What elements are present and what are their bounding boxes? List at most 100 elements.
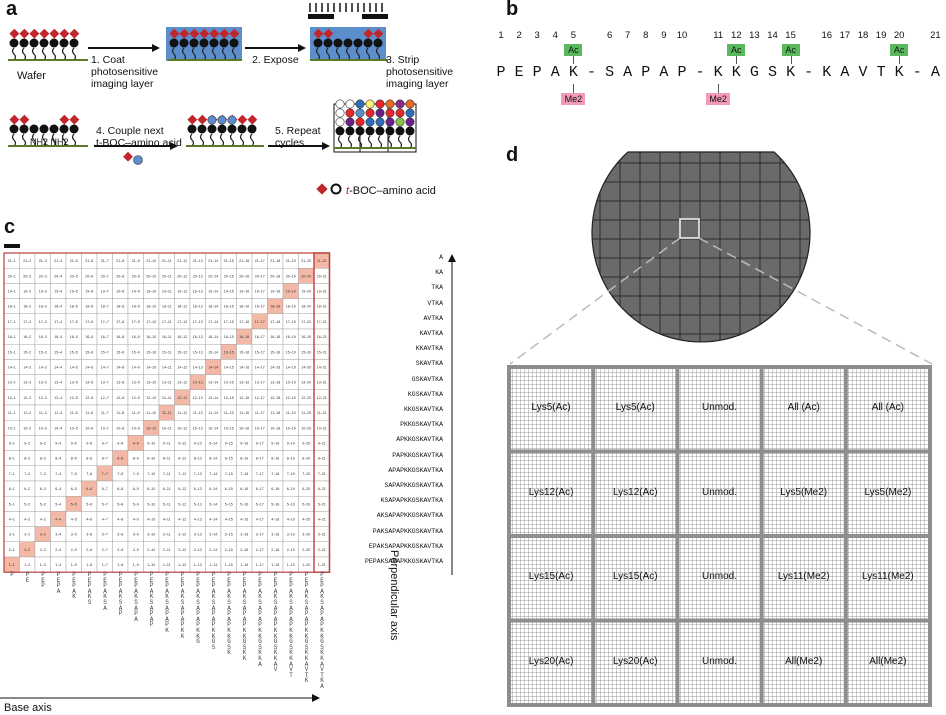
acetyl-tag: Ac (890, 44, 909, 56)
amino-acid (355, 126, 365, 136)
cell-label: 17–8 (116, 320, 124, 324)
tboc-group (39, 28, 50, 39)
residue-number: 2 (516, 30, 522, 41)
cell-label: 2–17 (256, 548, 264, 552)
tag-connector (736, 56, 738, 64)
cell-label: 11–11 (162, 411, 171, 415)
tboc-group (9, 28, 20, 39)
cell-label: 21–15 (224, 259, 234, 263)
cell-label: 14–21 (317, 366, 327, 370)
cell-label: 14–20 (301, 366, 311, 370)
amino-acid (353, 38, 363, 48)
linker (61, 47, 67, 61)
cell-label: 13–18 (270, 381, 280, 385)
linker (21, 47, 27, 61)
cell-label: 19–8 (116, 290, 124, 294)
amino-acid (19, 124, 29, 134)
linker (407, 135, 413, 149)
cell-label: 10–2 (23, 426, 31, 430)
array-field-label: Lys20(Ac) (528, 655, 574, 667)
acetyl-tag: Ac (727, 44, 746, 56)
cell-label: 14–12 (177, 366, 187, 370)
cell-label: 19–4 (54, 290, 62, 294)
cell-label: 10–6 (85, 426, 93, 430)
residue-number: 6 (606, 30, 613, 41)
array-field (511, 369, 592, 450)
linker (335, 47, 341, 61)
cell-label: 2–14 (209, 548, 217, 552)
cell-label: 7–6 (86, 472, 92, 476)
sequence-residue: - (586, 64, 596, 81)
amino-acid (169, 38, 179, 48)
zoom-square (679, 218, 700, 239)
cell-label: 5–11 (163, 502, 171, 506)
cell-label: 1–18 (271, 563, 279, 567)
cell-label: 2–20 (302, 548, 310, 552)
sequence-residue: S (605, 64, 615, 81)
amino-acid (375, 108, 385, 118)
cell-label: 8–8 (117, 457, 123, 461)
cell-label: 18–10 (146, 305, 156, 309)
cell-label: 21–13 (193, 259, 203, 263)
cell-label: 10–8 (116, 426, 124, 430)
cell-label: 9–10 (147, 442, 155, 446)
array-field (679, 453, 760, 534)
cell-label: 7–10 (147, 472, 155, 476)
cell-label: 20–14 (208, 274, 218, 278)
cell-label: 13–15 (224, 381, 234, 385)
cell-label: 11–8 (116, 411, 124, 415)
row-label: KA (435, 269, 443, 277)
amino-acid (365, 108, 375, 118)
array-field (595, 538, 676, 619)
cell-label: 8–12 (178, 457, 186, 461)
residue-number: 13 (749, 30, 760, 41)
amino-acid (227, 115, 237, 125)
cell-label: 19–12 (177, 290, 187, 294)
linker (221, 47, 227, 61)
amino-acid (313, 38, 323, 48)
cell-label: 3–5 (71, 533, 77, 537)
cell-label: 13–6 (85, 381, 93, 385)
cell-label: 21–14 (208, 259, 218, 263)
cell-label: 16–3 (39, 335, 47, 339)
column-label: P E P A K S A P A P K K G S K K A V T K (304, 571, 309, 685)
cell-label: 8–6 (86, 457, 92, 461)
amino-acid (343, 38, 353, 48)
cell-label: 17–14 (208, 320, 218, 324)
cell-label: 4–20 (302, 518, 310, 522)
cell-label: 20–2 (23, 274, 31, 278)
cell-label: 17–13 (193, 320, 203, 324)
cell-label: 16–19 (286, 335, 296, 339)
cell-label: 2–13 (194, 548, 202, 552)
new-amino-acid (133, 155, 143, 165)
cell-label: 8–1 (9, 457, 15, 461)
cell-label: 20–1 (8, 274, 16, 278)
amino-acid (335, 117, 345, 127)
linker (31, 47, 37, 61)
residue-number: 12 (731, 30, 742, 41)
cell-label: 16–16 (239, 335, 249, 339)
residue-number: 19 (875, 30, 887, 41)
cell-label: 17–16 (239, 320, 249, 324)
cell-label: 9–4 (55, 442, 61, 446)
cell-label: 20–6 (85, 274, 93, 278)
panel-a-label: a (6, 0, 18, 20)
cell-label: 15–17 (255, 350, 265, 354)
cell-label: 18–14 (208, 305, 218, 309)
cell-label: 3–2 (24, 533, 30, 537)
cell-label: 14–19 (286, 366, 296, 370)
amino-acid (335, 99, 345, 109)
cell-label: 4–5 (71, 518, 77, 522)
amino-acid (395, 126, 405, 136)
cell-label: 12–1 (8, 396, 16, 400)
cell-label: 6–13 (194, 487, 202, 491)
cell-label: 14–17 (255, 366, 265, 370)
cell-label: 5–16 (240, 502, 248, 506)
column-label: P E P A K S A (103, 571, 107, 612)
cell-label: 11–10 (146, 411, 156, 415)
cell-label: 20–15 (224, 274, 234, 278)
panel-b-label: b (506, 0, 519, 20)
array-field-label: Unmod. (701, 655, 737, 667)
cell-label: 13–3 (39, 381, 47, 385)
wafer-label: Wafer (17, 70, 46, 82)
